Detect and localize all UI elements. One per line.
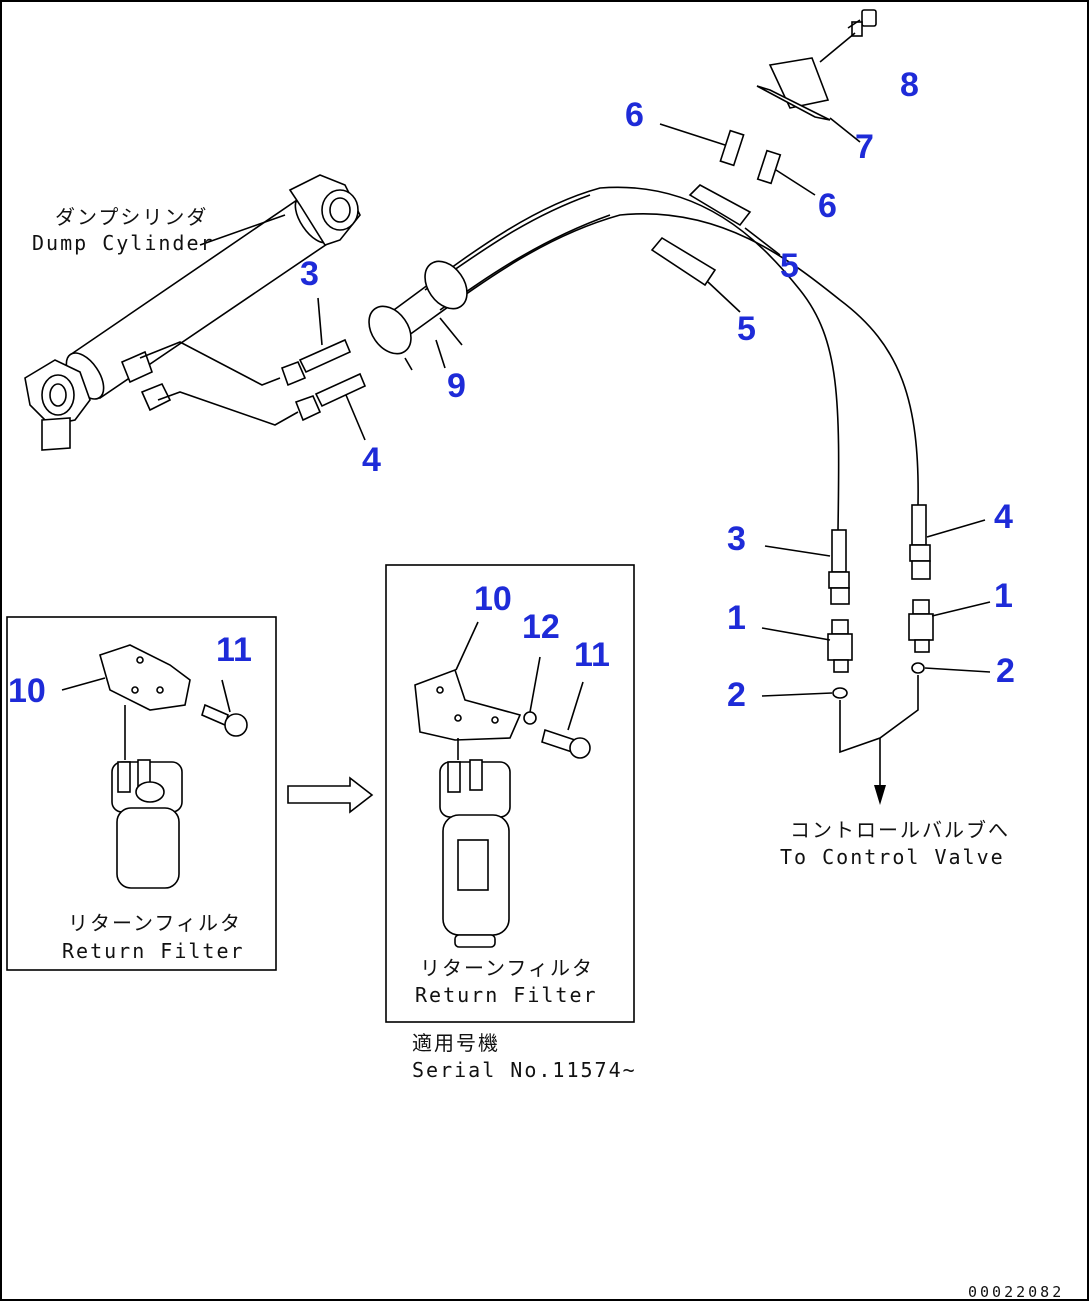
- callout-10-new: 10: [474, 580, 512, 618]
- inset-return-filter-new: [385, 564, 635, 1023]
- callout-7: 7: [855, 128, 874, 166]
- serial-label-en: Serial No.11574~: [412, 1058, 637, 1082]
- clamp-block-5-upper: [688, 184, 752, 227]
- return-filter-old-label-jp: リターンフィルタ: [68, 911, 242, 935]
- control-valve-label-jp: コントロールバルブへ: [790, 818, 1010, 842]
- return-filter-old: [111, 705, 183, 889]
- return-filter-new-label-jp: リターンフィルタ: [420, 956, 594, 980]
- return-filter-new-label-en: Return Filter: [415, 983, 598, 1007]
- spacer-6-left: [719, 129, 745, 167]
- adapter-1-right: [908, 599, 934, 653]
- callout-11-new: 11: [574, 636, 610, 674]
- callout-2-left: 2: [727, 676, 746, 714]
- o-ring-2-right: [911, 662, 925, 674]
- to-control-valve-arrow: [839, 675, 919, 805]
- callout-1-right: 1: [994, 577, 1013, 615]
- update-arrow: [287, 776, 374, 814]
- bolt-11-old: [201, 703, 248, 737]
- bolt-8: [819, 9, 877, 63]
- callout-5-upper: 5: [780, 247, 799, 285]
- callout-2-right: 2: [996, 652, 1015, 690]
- o-ring-2-left: [832, 687, 848, 699]
- adapter-1-left: [827, 619, 853, 673]
- inset-return-filter-old: [6, 616, 277, 971]
- callout-6-right: 6: [818, 187, 837, 225]
- fitting-4-lower: [909, 504, 931, 580]
- callout-1-left: 1: [727, 599, 746, 637]
- control-valve-label-en: To Control Valve: [780, 845, 1005, 869]
- bolt-11-new: [541, 728, 591, 759]
- fitting-3-upper: [280, 338, 352, 387]
- cover-plate-7: [756, 57, 831, 121]
- callout-4-lower: 4: [994, 498, 1013, 536]
- callout-3-upper: 3: [300, 255, 319, 293]
- fitting-3-lower: [828, 529, 850, 605]
- leader-lines: [61, 19, 991, 731]
- serial-label-jp: 適用号機: [412, 1031, 500, 1055]
- return-filter-new: [439, 738, 511, 948]
- callout-5-lower: 5: [737, 310, 756, 348]
- filter-bracket-10-new: [414, 668, 522, 741]
- callout-10-old: 10: [8, 672, 46, 710]
- callout-9: 9: [447, 367, 466, 405]
- clamp-block-5-lower: [650, 236, 717, 287]
- washer-12: [523, 711, 537, 725]
- callout-4-upper: 4: [362, 441, 381, 479]
- callout-11-old: 11: [216, 631, 252, 669]
- callout-3-lower: 3: [727, 520, 746, 558]
- filter-bracket-10-old: [99, 644, 191, 711]
- dump-cylinder: [24, 174, 361, 451]
- fitting-4-upper: [294, 372, 367, 422]
- dump-cylinder-label-jp: ダンプシリンダ: [55, 205, 208, 229]
- callout-12: 12: [522, 608, 560, 646]
- spacer-6-right: [756, 149, 782, 185]
- return-filter-old-label-en: Return Filter: [62, 939, 245, 963]
- drawing-code: 00022082: [968, 1283, 1064, 1301]
- clamp-9: [368, 260, 468, 371]
- callout-6-left: 6: [625, 96, 644, 134]
- hose-assembly: [379, 186, 919, 531]
- dump-cylinder-label-en: Dump Cylinder: [32, 231, 215, 255]
- callout-8: 8: [900, 66, 919, 104]
